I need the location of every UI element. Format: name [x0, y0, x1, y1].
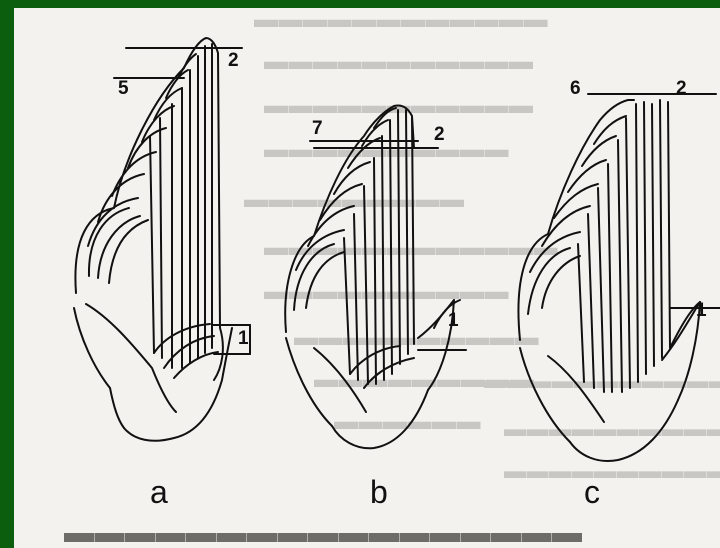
panel-b-label-2: 2	[434, 124, 445, 145]
panel-c-caption: c	[584, 474, 600, 510]
panel-b-caption: b	[370, 474, 388, 510]
panel-b-label-1: 1	[448, 310, 459, 331]
scanned-page: ▬▬▬▬▬▬▬▬▬▬▬▬ ▬▬▬▬▬▬▬▬▬▬▬ ▬▬▬▬▬▬▬▬▬▬▬ ▬▬▬…	[14, 8, 720, 548]
panel-a-caption: a	[150, 474, 168, 510]
panel-b-label-7: 7	[312, 118, 323, 139]
panel-c-label-6: 6	[570, 78, 581, 99]
feather-diagram	[73, 37, 720, 462]
panel-c-label-1: 1	[696, 300, 707, 321]
feather-c	[517, 93, 720, 462]
panel-a-label-5: 5	[118, 78, 129, 99]
feather-b	[284, 104, 467, 450]
bleed-through-text: ▬▬▬▬▬▬▬▬▬▬▬▬ ▬▬▬▬▬▬▬▬▬▬▬ ▬▬▬▬▬▬▬▬▬▬▬ ▬▬▬…	[64, 8, 720, 548]
feather-a	[73, 37, 251, 442]
panel-a-label-2: 2	[228, 50, 239, 71]
panel-a-label-1: 1	[238, 328, 249, 349]
panel-c-label-2: 2	[676, 78, 687, 99]
